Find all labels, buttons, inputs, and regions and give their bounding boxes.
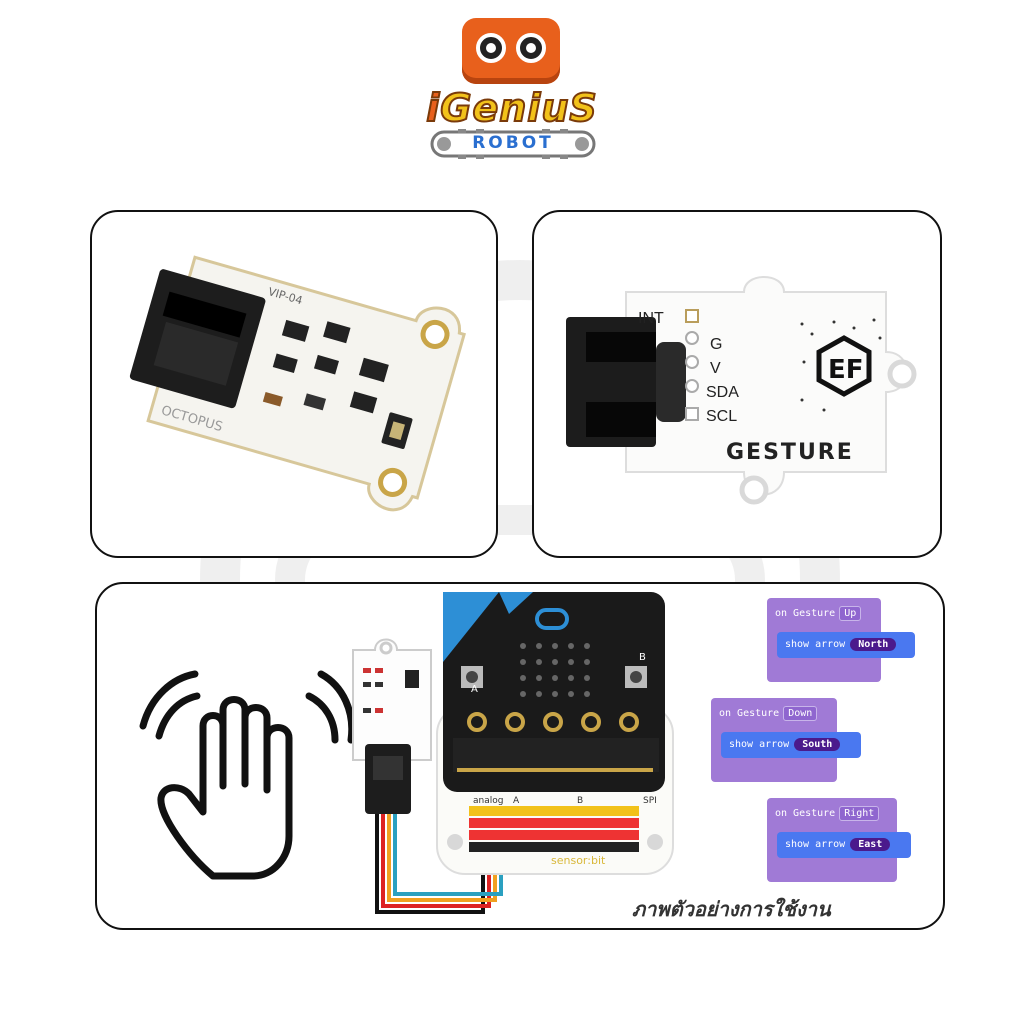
robot-track-icon: [430, 129, 596, 159]
pin-sda-label: SDA: [706, 384, 739, 401]
product-photo-front: OCTOPUS VIP-04: [90, 210, 498, 558]
gesture-board-front: OCTOPUS VIP-04: [129, 255, 466, 512]
gesture-sensor-small: [352, 638, 432, 761]
hand-wave-icon: [139, 670, 353, 880]
button-a-label: A: [471, 684, 478, 695]
usage-example-panel: A B analog A B SPI sensor:bit on Gesture…: [95, 582, 945, 930]
board-title: GESTURE: [726, 440, 854, 465]
pin-v-label: V: [710, 360, 721, 377]
microbit-board: [436, 592, 674, 875]
board-label: sensor:bit: [551, 854, 606, 867]
brand-logo: iGeniuS: [425, 85, 598, 131]
button-b-label: B: [639, 652, 646, 663]
header-a-label: A: [513, 796, 520, 806]
usage-caption: ภาพตัวอย่างการใช้งาน: [632, 897, 831, 921]
jumper-cable: [365, 744, 503, 914]
pin-g-label: G: [710, 336, 723, 353]
product-photo-back: EF INT G V SDA SCL GESTURE: [532, 210, 942, 558]
gesture-board-back: EF: [566, 276, 917, 505]
brand-tagline: ROBOT: [472, 133, 554, 153]
pin-scl-label: SCL: [706, 408, 738, 425]
pin-int-label: INT: [638, 310, 664, 327]
header-b-label: B: [577, 796, 584, 806]
logo-eyes-icon: [462, 18, 560, 84]
header-analog-label: analog: [473, 796, 504, 806]
header-spi-label: SPI: [643, 796, 657, 806]
ef-logo-text: EF: [828, 355, 864, 385]
